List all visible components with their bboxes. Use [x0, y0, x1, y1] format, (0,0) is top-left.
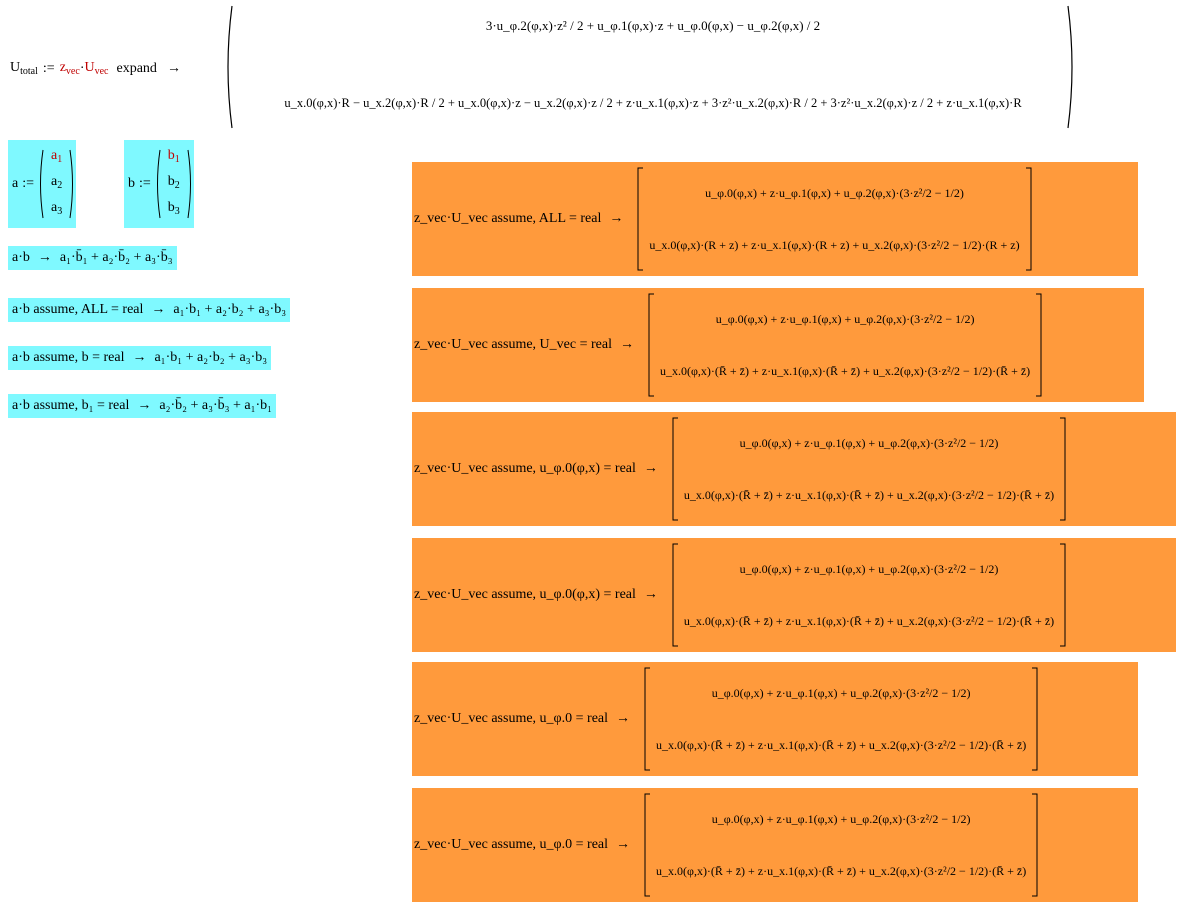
row-result: a₁·b₁ + a₂·b₂ + a₃·b₃ — [173, 302, 287, 317]
assign-op: := — [139, 176, 151, 191]
matrix-row-1: u_φ.0(φ,x) + z·u_φ.1(φ,x) + u_φ.2(φ,x)·(… — [705, 185, 964, 200]
vector-a-name: a — [12, 176, 19, 191]
vector-a-item-1: a1 — [51, 148, 63, 165]
result-region-1[interactable]: z_vec·U_vec assume, ALL = real → u_φ.0(φ… — [412, 162, 1138, 276]
arrow-icon: → — [643, 587, 658, 602]
row-result: a₂·b̄₂ + a₃·b̄₃ + a₁·b₁ — [159, 398, 273, 413]
dot-op: · — [79, 60, 85, 76]
arrow-icon: → — [619, 337, 634, 352]
row-expression: a·b assume, b₁ = real — [12, 398, 130, 413]
row-expression: a·b assume, ALL = real — [12, 302, 144, 317]
vector-a-definition[interactable]: a := a1 a2 a3 — [8, 140, 76, 228]
row-result: a₁·b₁ + a₂·b₂ + a₃·b₃ — [154, 350, 268, 365]
arrow-icon: → — [609, 211, 624, 226]
result-matrix: u_φ.0(φ,x) + z·u_φ.1(φ,x) + u_φ.2(φ,x)·(… — [644, 667, 1038, 771]
result-matrix: u_φ.0(φ,x) + z·u_φ.1(φ,x) + u_φ.2(φ,x)·(… — [644, 793, 1038, 897]
row-result: a₁·b̄₁ + a₂·b̄₂ + a₃·b̄₃ — [59, 250, 173, 265]
assign-op: := — [22, 176, 35, 191]
result-matrix: u_φ.0(φ,x) + z·u_φ.1(φ,x) + u_φ.2(φ,x)·(… — [672, 543, 1066, 647]
expand-keyword: expand — [116, 60, 157, 76]
result-matrix: u_φ.0(φ,x) + z·u_φ.1(φ,x) + u_φ.2(φ,x)·(… — [672, 417, 1066, 521]
vector-b-matrix: b1 b2 b3 — [155, 145, 193, 223]
region-expression: z_vec·U_vec assume, ALL = real — [414, 211, 602, 226]
region-expression: z_vec·U_vec assume, u_φ.0 = real — [414, 711, 609, 726]
arrow-icon: → — [137, 398, 152, 413]
vector-a-item-2: a2 — [51, 174, 63, 191]
right-paren — [1066, 4, 1078, 130]
matrix-row-2: u_x.0(φ,x)·(R̄ + z̄) + z·u_x.1(φ,x)·(R̄ … — [659, 363, 1031, 378]
z-vec: zvec — [59, 60, 80, 77]
vector-b-item-1: b1 — [167, 148, 180, 165]
assume-b1-real-row[interactable]: a·b assume, b₁ = real → a₂·b̄₂ + a₃·b̄₃ … — [8, 394, 277, 418]
assume-b-real-row[interactable]: a·b assume, b = real → a₁·b₁ + a₂·b₂ + a… — [8, 346, 272, 370]
row-expression: a·b assume, b = real — [12, 350, 125, 365]
result-region-6[interactable]: z_vec·U_vec assume, u_φ.0 = real → u_φ.0… — [412, 788, 1138, 902]
result-region-3[interactable]: z_vec·U_vec assume, u_φ.0(φ,x) = real → … — [412, 412, 1176, 526]
arrow-icon: → — [37, 250, 52, 265]
assign-op: := — [42, 60, 55, 76]
matrix-row-2: u_x.0(φ,x)·(R̄ + z̄) + z·u_x.1(φ,x)·(R̄ … — [683, 487, 1055, 502]
region-expression: z_vec·U_vec assume, u_φ.0(φ,x) = real — [414, 461, 636, 476]
matrix-row-1: u_φ.0(φ,x) + z·u_φ.1(φ,x) + u_φ.2(φ,x)·(… — [739, 435, 999, 450]
arrow-icon: → — [616, 711, 631, 726]
matrix-row-1: u_φ.0(φ,x) + z·u_φ.1(φ,x) + u_φ.2(φ,x)·(… — [715, 311, 975, 326]
vector-a-item-3: a3 — [51, 200, 63, 217]
region-expression: z_vec·U_vec assume, u_φ.0 = real — [414, 837, 609, 852]
matrix-row-2: u_x.0(φ,x)·(R̄ + z̄) + z·u_x.1(φ,x)·(R̄ … — [656, 737, 1027, 752]
region-expression: z_vec·U_vec assume, U_vec = real — [414, 337, 612, 352]
top-definition[interactable]: Utotal := zvec · Uvec expand → — [10, 60, 181, 77]
arrow-icon: → — [132, 350, 147, 365]
matrix-row-2: u_x.0(φ,x)·(R̄ + z̄) + z·u_x.1(φ,x)·(R̄ … — [656, 863, 1027, 878]
matrix-row-1: u_φ.0(φ,x) + z·u_φ.1(φ,x) + u_φ.2(φ,x)·(… — [711, 685, 971, 700]
result-region-2[interactable]: z_vec·U_vec assume, U_vec = real → u_φ.0… — [412, 288, 1144, 402]
arrow-icon: → — [643, 461, 658, 476]
vector-b-item-3: b3 — [167, 200, 180, 217]
matrix-row-2: u_x.0(φ,x)·(R + z) + z·u_x.1(φ,x)·(R + z… — [649, 237, 1020, 252]
u-vec: Uvec — [84, 60, 109, 77]
arrow-icon: → — [616, 837, 631, 852]
matrix-row-1: u_φ.0(φ,x) + z·u_φ.1(φ,x) + u_φ.2(φ,x)·(… — [711, 811, 971, 826]
region-expression: z_vec·U_vec assume, u_φ.0(φ,x) = real — [414, 587, 636, 602]
assume-all-real-row[interactable]: a·b assume, ALL = real → a₁·b₁ + a₂·b₂ +… — [8, 298, 291, 322]
arrow-icon: → — [166, 60, 181, 76]
arrow-icon: → — [151, 302, 166, 317]
result-region-4[interactable]: z_vec·U_vec assume, u_φ.0(φ,x) = real → … — [412, 538, 1176, 652]
vector-b-name: b — [128, 176, 135, 191]
matrix-row-1: u_φ.0(φ,x) + z·u_φ.1(φ,x) + u_φ.2(φ,x)·(… — [739, 561, 999, 576]
left-paren — [222, 4, 234, 130]
row-expression: a·b — [12, 250, 30, 265]
result-matrix: u_φ.0(φ,x) + z·u_φ.1(φ,x) + u_φ.2(φ,x)·(… — [648, 293, 1042, 397]
dot-product-row[interactable]: a·b → a₁·b̄₁ + a₂·b̄₂ + a₃·b̄₃ — [8, 246, 177, 270]
result-matrix: u_φ.0(φ,x) + z·u_φ.1(φ,x) + u_φ.2(φ,x)·(… — [637, 167, 1032, 271]
vector-b-definition[interactable]: b := b1 b2 b3 — [124, 140, 194, 228]
top-lhs: Utotal — [10, 60, 38, 77]
top-result-line1: 3·u_φ.2(φ,x)·z² / 2 + u_φ.1(φ,x)·z + u_φ… — [485, 18, 821, 33]
matrix-row-2: u_x.0(φ,x)·(R̄ + z̄) + z·u_x.1(φ,x)·(R̄ … — [683, 613, 1055, 628]
vector-b-item-2: b2 — [167, 174, 180, 191]
vector-a-matrix: a1 a2 a3 — [38, 145, 75, 223]
result-region-5[interactable]: z_vec·U_vec assume, u_φ.0 = real → u_φ.0… — [412, 662, 1138, 776]
top-result-line2: u_x.0(φ,x)·R − u_x.2(φ,x)·R / 2 + u_x.0(… — [284, 96, 1022, 110]
